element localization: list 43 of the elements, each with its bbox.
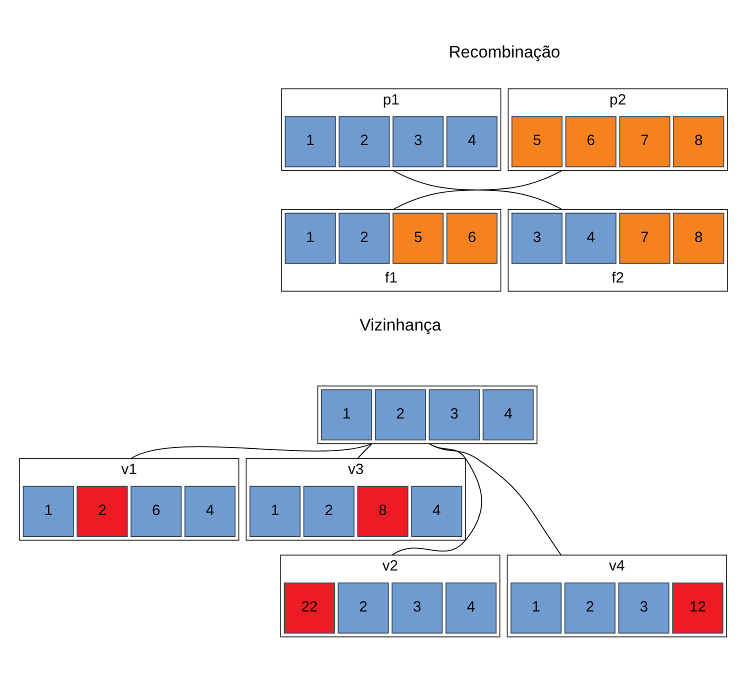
node-box: 2 [338, 212, 390, 264]
node-box: 4 [482, 388, 534, 440]
node-box: 4 [446, 582, 497, 634]
node-box: 3 [511, 212, 563, 264]
node-box: 2 [303, 485, 354, 536]
node-box: 1 [284, 212, 336, 264]
connector [428, 442, 562, 556]
node-box: 3 [392, 116, 444, 167]
node-box: 4 [411, 485, 462, 536]
node-box: 8 [673, 212, 724, 264]
node-box: 4 [184, 485, 236, 536]
node-box: 3 [618, 582, 670, 634]
node-box: 7 [619, 116, 670, 167]
node-box: 12 [672, 582, 724, 634]
label: Vizinhança [360, 315, 442, 334]
connector [392, 170, 563, 210]
connector [357, 442, 372, 458]
node-box: 6 [446, 212, 498, 264]
label: Recombinação [448, 42, 560, 62]
node-box: 8 [357, 485, 408, 536]
node-box: 5 [392, 212, 444, 264]
node-box: 3 [428, 388, 480, 440]
cluster [317, 385, 538, 444]
node-box: 4 [446, 116, 498, 167]
node-box: 1 [22, 485, 74, 536]
node-box: 8 [673, 116, 724, 167]
node-box: 1 [249, 485, 301, 536]
node-box: 2 [338, 116, 390, 167]
node-box: 2 [564, 582, 616, 634]
node-box: 7 [619, 212, 670, 264]
node-box: 5 [511, 116, 563, 167]
node-box: 6 [130, 485, 182, 536]
node-box: 3 [392, 582, 443, 634]
node-box: 1 [284, 116, 336, 167]
node-box: 1 [321, 388, 372, 440]
node-box: 2 [338, 582, 389, 634]
node-box: 22 [284, 582, 335, 634]
node-box: 4 [565, 212, 616, 264]
node-box: 1 [510, 582, 562, 634]
node-box: 6 [565, 116, 616, 167]
node-box: 2 [374, 388, 426, 440]
connector [130, 442, 372, 458]
node-box: 2 [76, 485, 128, 536]
